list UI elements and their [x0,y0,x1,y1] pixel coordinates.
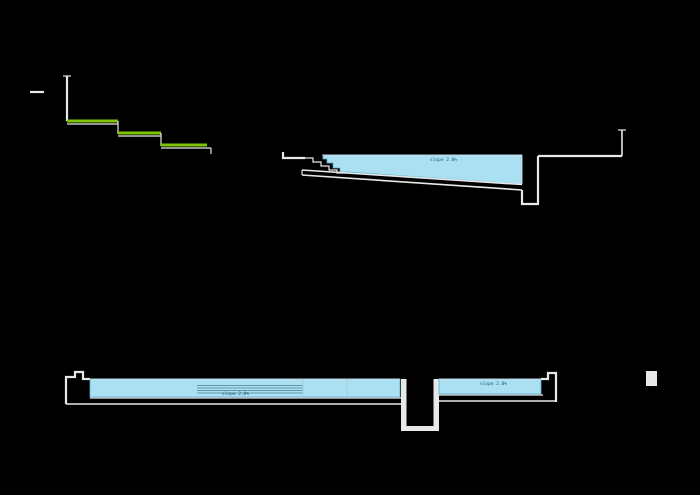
upper-pool-slope-annotation: slope 2.0% [430,157,457,163]
pit-wall-right [433,379,439,431]
pool-floor-slab-bottom-line [301,174,523,191]
detached-wall-section [646,371,657,386]
right-coping-outline [541,371,558,402]
lower-pool-slope-annotation-right: slope 2.0% [480,381,507,387]
lower-pool-section: slope 2.0% slope 2.0% [64,370,558,431]
pit-floor [401,426,439,431]
upper-pool-section: slope 2.0% [281,129,626,206]
lower-pool-slope-annotation-center: slope 2.0% [222,391,249,397]
pit-wall-left [401,379,407,431]
pool-floor-slab-top-line [301,169,523,186]
pool-deck-line-left [281,152,305,160]
terrace-steps-section [30,75,212,154]
sump-outline [520,156,540,206]
left-coping-outline [64,370,90,404]
pool-entry-steps-line [305,157,347,174]
upper-pool-water-body [322,154,523,185]
